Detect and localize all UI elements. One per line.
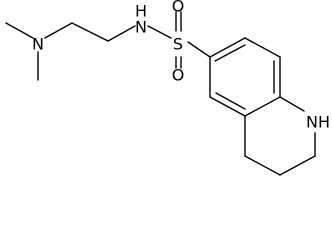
atom-oxygen-bottom: O [172,66,185,85]
atom-n-amide: N [135,18,147,37]
bond-n-ch2 [44,22,73,39]
bond-ch2-ch2 [71,22,109,42]
atom-n-ring: NH [306,113,330,132]
bond-s-ring [187,41,211,58]
atom-oxygen-top: O [172,0,185,16]
bond-c4a-c5 [209,96,246,117]
bond-c6-c7 [209,37,246,58]
bond-c2-c3 [279,155,316,176]
structure-diagram: N H N S O O NH [5,0,330,176]
bonds [5,11,316,176]
bond-c8a-n1 [279,96,305,112]
bond-c4a-c5-inner [215,92,246,110]
atom-labels: N H N S O O NH [32,0,330,132]
bond-c8a-c4a [244,96,281,117]
atom-n-amide-h: H [135,2,147,21]
bond-c3-c4 [244,155,281,176]
bond-methyl-upper [5,22,34,39]
bond-ch2-nh [107,25,136,42]
bond-c6-c7-inner [214,44,246,62]
atom-sulfur: S [173,35,183,54]
bond-c7-c8 [244,37,281,58]
bond-nh-s [147,25,172,39]
atom-n-dimethyl: N [32,35,44,54]
